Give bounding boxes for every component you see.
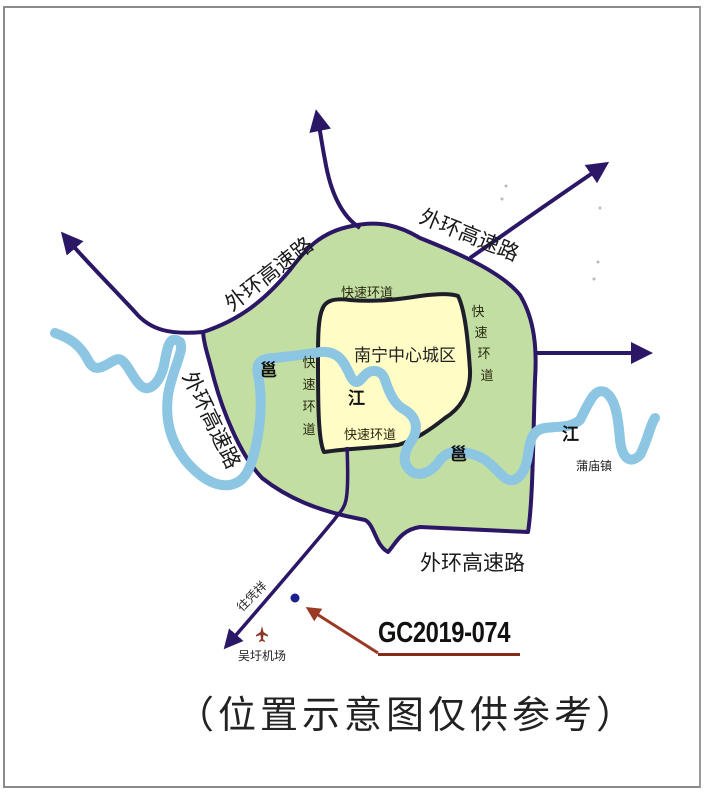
map-frame <box>3 6 701 788</box>
label-to-pingxiang: 往凭祥 <box>234 578 270 614</box>
highway-northwest <box>60 231 204 335</box>
svg-text:速: 速 <box>302 378 315 393</box>
label-center-district: 南宁中心城区 <box>354 346 456 366</box>
label-river-jiang-1: 江 <box>348 389 365 409</box>
river-yongjiang <box>50 328 660 491</box>
center-zone <box>316 292 473 454</box>
svg-text:道: 道 <box>480 369 493 384</box>
plot-code-label: GC2019-074 <box>378 617 511 649</box>
label-express-top: 快速环道 <box>341 286 393 301</box>
label-express-bottom: 快速环道 <box>344 428 396 443</box>
airport-icon <box>256 626 268 642</box>
plot-code-underline <box>378 653 520 656</box>
svg-text:快: 快 <box>471 305 484 320</box>
svg-text:道: 道 <box>302 423 315 438</box>
label-river-yong-1: 邕 <box>260 360 277 381</box>
map-caption: （位置示意图仅供参考） <box>176 693 639 737</box>
label-town-puxiao: 蒲庙镇 <box>576 459 612 473</box>
road-to-pingxiang <box>223 446 350 650</box>
label-outer-ring-s: 外环高速路 <box>420 551 525 575</box>
pointer-arrow <box>305 606 379 655</box>
site-location-dot <box>290 593 300 603</box>
label-express-left: 快 速 环 道 <box>302 356 315 438</box>
map-specks <box>500 184 602 281</box>
label-express-right: 快 速 环 道 <box>471 305 493 384</box>
highway-north <box>309 109 362 230</box>
svg-text:快: 快 <box>302 356 315 371</box>
svg-text:环: 环 <box>477 347 490 362</box>
svg-text:速: 速 <box>474 326 487 341</box>
highway-northeast <box>468 161 610 260</box>
label-river-yong-2: 邕 <box>450 444 467 465</box>
svg-text:环: 环 <box>302 400 315 415</box>
label-river-jiang-2: 江 <box>562 425 579 445</box>
label-airport: 吴圩机场 <box>238 649 286 663</box>
